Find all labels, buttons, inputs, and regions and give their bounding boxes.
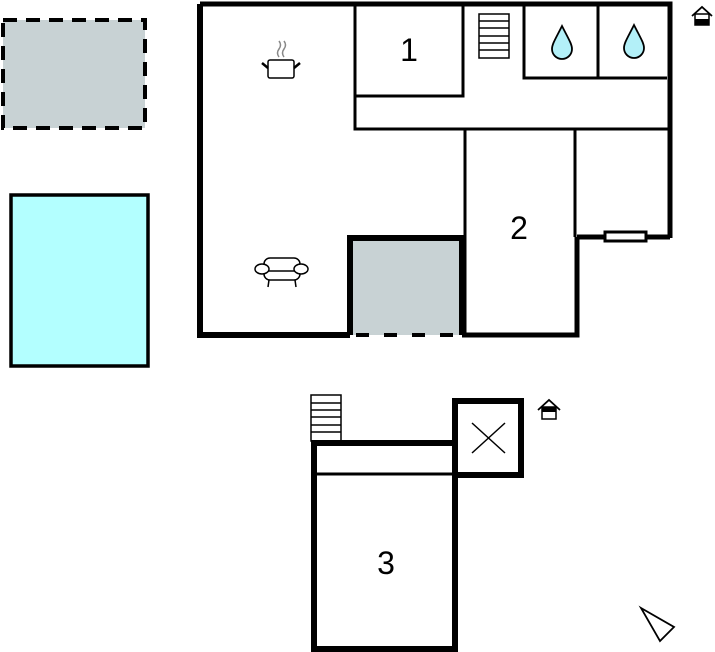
north-arrow-icon	[638, 605, 676, 643]
bathroom-drop-icon	[623, 22, 645, 59]
staircase-icon	[478, 13, 510, 59]
living-sofa-icon	[254, 257, 309, 288]
floor-level-icon	[691, 5, 713, 26]
room-label-2: 2	[510, 210, 528, 246]
staircase-icon	[310, 394, 342, 442]
void-cross-icon	[471, 422, 506, 454]
room-label-1: 1	[400, 32, 418, 68]
floor-level-icon	[537, 398, 561, 420]
swimming-pool	[9, 193, 150, 368]
room-label-3: 3	[377, 545, 395, 581]
covered-terrace	[350, 238, 462, 335]
window-icon	[603, 230, 648, 243]
upper-floor: 3	[310, 394, 524, 652]
ground-floor: 1 2	[197, 1, 673, 338]
kitchen-pot-icon	[261, 40, 301, 79]
outdoor-terrace	[1, 18, 147, 130]
bathroom-drop-icon	[551, 23, 573, 60]
